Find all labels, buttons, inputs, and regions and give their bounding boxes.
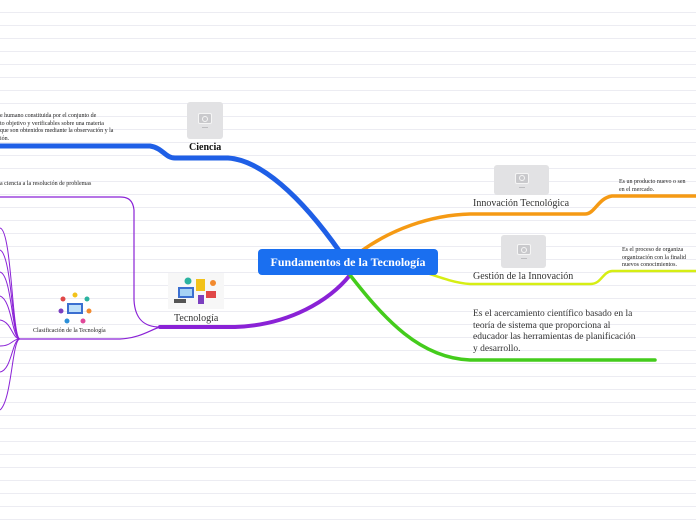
camera-placeholder-icon: [198, 113, 212, 124]
gestion-description-line: organización con la finalid: [622, 255, 686, 263]
tecnologia-topic-label[interactable]: Tecnología: [174, 313, 218, 324]
technology-illustration-icon: [168, 273, 224, 309]
central-topic-label: Fundamentos de la Tecnología: [270, 255, 425, 270]
innovacion-image-placeholder: [494, 165, 549, 195]
ciencia-description: e humano constituida por el conjunto de …: [0, 113, 113, 143]
innovacion-description-line: en el mercado.: [619, 187, 686, 195]
innovacion-description: Es un producto nuevo o sen en el mercado…: [619, 179, 686, 194]
enfoque-description-line: Es el acercamiento científico basado en …: [473, 309, 635, 321]
gestion-topic-label[interactable]: Gestión de la Innovación: [473, 271, 573, 282]
central-topic-node[interactable]: Fundamentos de la Tecnología: [258, 249, 438, 275]
ciencia-description-line: que son obtenidos mediante la observació…: [0, 128, 113, 136]
gestion-description-line: Es el proceso de organiza: [622, 247, 686, 255]
devices-illustration-icon: [55, 291, 95, 325]
enfoque-description-line: teoría de sistema que proporciona al: [473, 321, 635, 333]
ciencia-description-line: to objetivo y verificables sobre una mat…: [0, 121, 113, 129]
innovacion-description-line: Es un producto nuevo o sen: [619, 179, 686, 187]
ciencia-description-line: ión.: [0, 136, 113, 144]
innovacion-topic-label[interactable]: Innovación Tecnológica: [473, 198, 569, 209]
enfoque-description-line: y desarrollo.: [473, 344, 635, 356]
ciencia-description-line: e humano constituida por el conjunto de: [0, 113, 113, 121]
ciencia-topic-label[interactable]: Ciencia: [189, 142, 221, 153]
enfoque-description[interactable]: Es el acercamiento científico basado en …: [473, 309, 635, 355]
camera-placeholder-icon: [515, 173, 529, 184]
clasificacion-topic-label[interactable]: Clasificación de la Tecnología: [33, 328, 106, 334]
ciencia-image-placeholder: [187, 102, 223, 139]
gestion-description-line: nuevos conocimientos.: [622, 262, 686, 270]
gestion-image-placeholder: [501, 235, 546, 268]
tecnologia-description: a ciencia a la resolución de problemas: [0, 181, 91, 189]
enfoque-description-line: educador las herramientas de planificaci…: [473, 332, 635, 344]
gestion-description: Es el proceso de organiza organización c…: [622, 247, 686, 270]
ciencia-connector: [0, 146, 340, 252]
camera-placeholder-icon: [517, 244, 531, 255]
